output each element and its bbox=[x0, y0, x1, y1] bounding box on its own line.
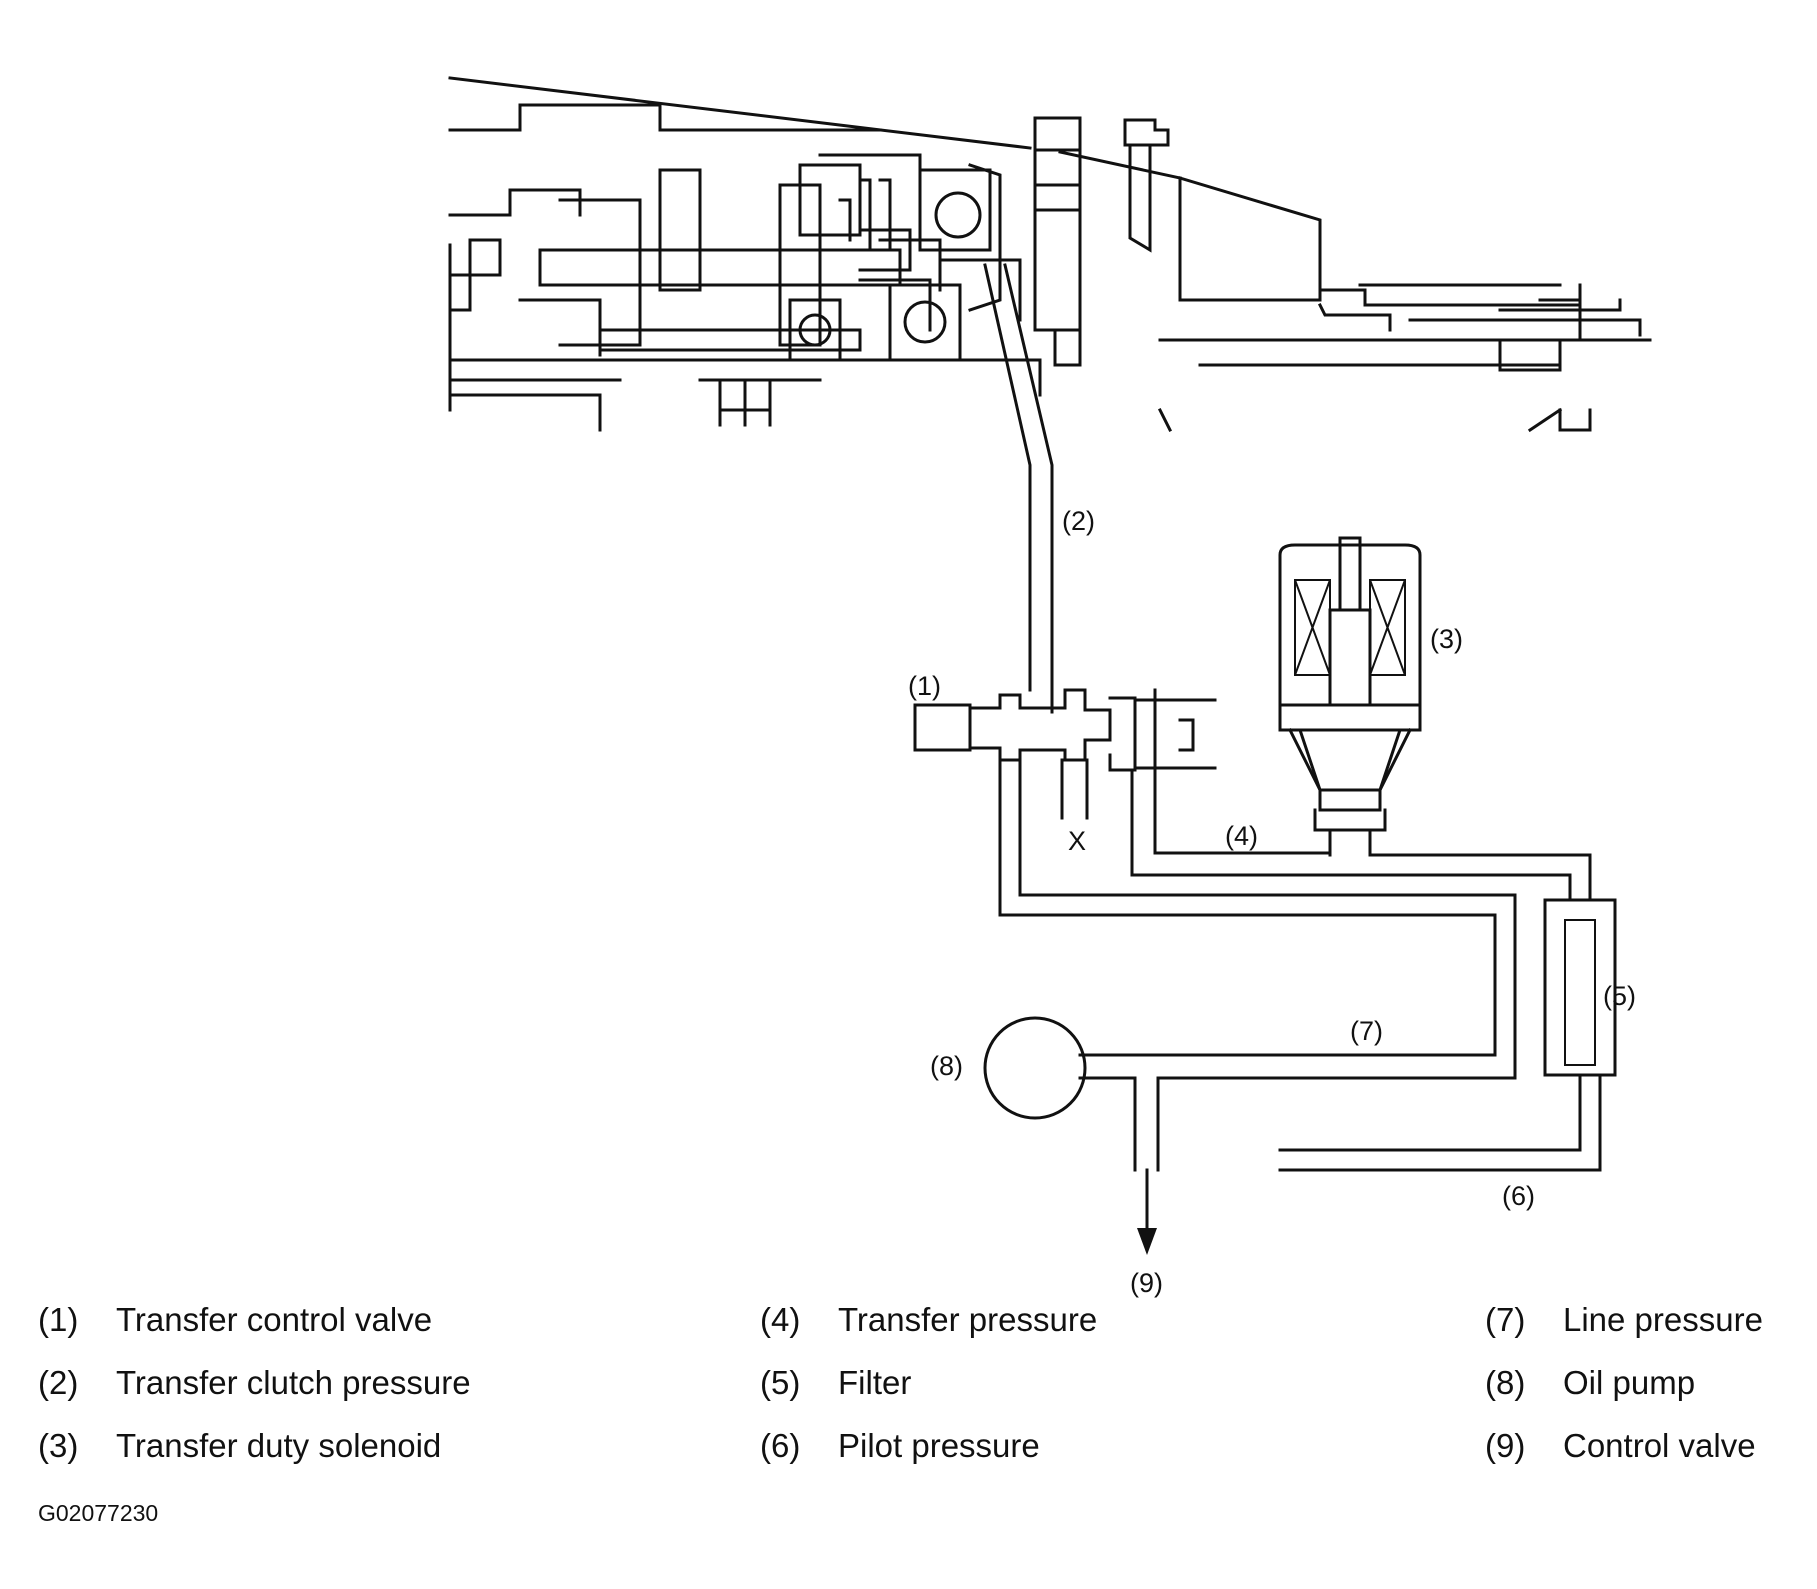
line-pressure-passage bbox=[998, 758, 1517, 1172]
legend-label: Transfer clutch pressure bbox=[116, 1364, 471, 1401]
legend-label: Control valve bbox=[1563, 1427, 1756, 1464]
legend-number: (4) bbox=[760, 1301, 801, 1338]
legend-number: (5) bbox=[760, 1364, 801, 1401]
drain-port-label: X bbox=[1068, 826, 1086, 856]
control-valve-arrow bbox=[1137, 1168, 1157, 1255]
callout-9: (9) bbox=[1130, 1268, 1163, 1298]
transfer-pressure-passage bbox=[1130, 688, 1592, 902]
callout-3: (3) bbox=[1430, 624, 1463, 654]
pilot-pressure-passage bbox=[1278, 1073, 1602, 1172]
oil-pump bbox=[983, 1016, 1087, 1120]
legend-label: Transfer pressure bbox=[838, 1301, 1098, 1338]
callout-5: (5) bbox=[1603, 981, 1636, 1011]
transfer-duty-solenoid bbox=[1278, 536, 1422, 857]
legend-number: (1) bbox=[38, 1301, 79, 1338]
legend-number: (6) bbox=[760, 1427, 801, 1464]
legend-label: Line pressure bbox=[1563, 1301, 1763, 1338]
legend-label: Transfer control valve bbox=[116, 1301, 433, 1338]
callout-7: (7) bbox=[1350, 1016, 1383, 1046]
legend-number: (8) bbox=[1485, 1364, 1526, 1401]
legend-label: Transfer duty solenoid bbox=[116, 1427, 442, 1464]
legend-number: (9) bbox=[1485, 1427, 1526, 1464]
callout-4: (4) bbox=[1225, 821, 1258, 851]
legend-number: (7) bbox=[1485, 1301, 1526, 1338]
legend-number: (3) bbox=[38, 1427, 79, 1464]
legend-label: Filter bbox=[838, 1364, 912, 1401]
figure-id: G02077230 bbox=[38, 1500, 159, 1526]
callout-6: (6) bbox=[1502, 1181, 1535, 1211]
callout-2: (2) bbox=[1062, 506, 1095, 536]
transfer-clutch-pressure-passage bbox=[983, 263, 1054, 714]
legend-label: Pilot pressure bbox=[838, 1427, 1040, 1464]
callout-8: (8) bbox=[930, 1051, 963, 1081]
callout-1: (1) bbox=[908, 671, 941, 701]
legend-label: Oil pump bbox=[1563, 1364, 1696, 1401]
transfer-case-cutaway bbox=[448, 76, 1652, 433]
transfer-control-valve bbox=[913, 688, 1217, 820]
legend: (1) Transfer control valve (2) Transfer … bbox=[0, 1300, 1817, 1500]
legend-number: (2) bbox=[38, 1364, 79, 1401]
